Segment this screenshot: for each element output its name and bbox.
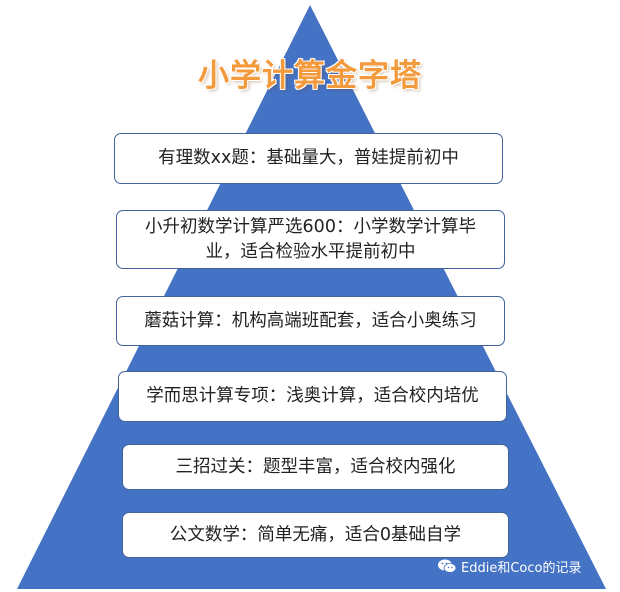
wechat-icon [438, 559, 457, 573]
tier-6-box: 公文数学：简单无痛，适合0基础自学 [122, 512, 509, 558]
tier-2-text-line2: 业，适合检验水平提前初中 [205, 241, 416, 262]
tier-3-box: 蘑菇计算：机构高端班配套，适合小奥练习 [116, 296, 505, 346]
watermark-text: Eddie和Coco的记录 [461, 560, 582, 576]
watermark: Eddie和Coco的记录 [437, 555, 581, 577]
tier-5-text: 三招过关：题型丰富，适合校内强化 [175, 456, 456, 477]
tier-2-box: 小升初数学计算严选600：小学数学计算毕 业，适合检验水平提前初中 [116, 210, 505, 269]
tier-1-box: 有理数xx题：基础量大，普娃提前初中 [114, 133, 503, 184]
tier-1-text: 有理数xx题：基础量大，普娃提前初中 [158, 148, 459, 168]
diagram-title: 小学计算金字塔 [198, 58, 422, 94]
tier-4-text: 学而思计算专项：浅奥计算，适合校内培优 [146, 386, 479, 406]
tier-5-box: 三招过关：题型丰富，适合校内强化 [122, 444, 509, 490]
tier-6-text: 公文数学：简单无痛，适合0基础自学 [169, 524, 462, 545]
tier-3-text: 蘑菇计算：机构高端班配套，适合小奥练习 [144, 310, 477, 331]
tier-4-box: 学而思计算专项：浅奥计算，适合校内培优 [118, 371, 507, 422]
tier-2-text-line1: 小升初数学计算严选600：小学数学计算毕 [145, 216, 476, 237]
